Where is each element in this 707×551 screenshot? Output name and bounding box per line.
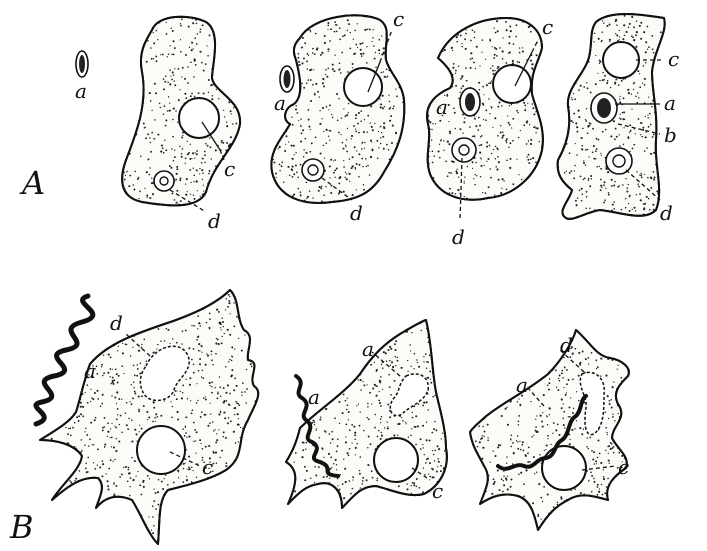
label-b-a4: b: [664, 123, 677, 147]
label-c-b1: c: [202, 455, 213, 479]
label-c-a2: c: [393, 7, 404, 31]
label-c-a4: c: [668, 47, 679, 71]
label-d-a4: d: [660, 201, 673, 225]
label-d-a1: d: [208, 209, 221, 233]
label-a-a4: a: [664, 91, 676, 115]
label-a-a3: a: [436, 95, 448, 119]
label-a-a2: a: [274, 91, 286, 115]
label-c-b2: c: [432, 479, 443, 503]
label-a-free: a: [75, 79, 87, 103]
label-c-a1: c: [224, 157, 235, 181]
label-d-b1: d: [110, 311, 123, 335]
free-bacterium: a: [75, 51, 88, 103]
label-a-b2-food: a: [362, 337, 374, 361]
label-a-b1: a: [84, 359, 96, 383]
label-a-b3: a: [516, 373, 528, 397]
panel-label-b: B: [9, 508, 34, 546]
panel-label-a: A: [19, 164, 45, 202]
label-d-b3: d: [560, 333, 573, 357]
label-a-b2: a: [308, 385, 320, 409]
label-c-a3: c: [542, 15, 553, 39]
label-d-a3: d: [452, 225, 465, 249]
label-c-b3: c: [618, 455, 629, 479]
label-d-a2: d: [350, 201, 363, 225]
